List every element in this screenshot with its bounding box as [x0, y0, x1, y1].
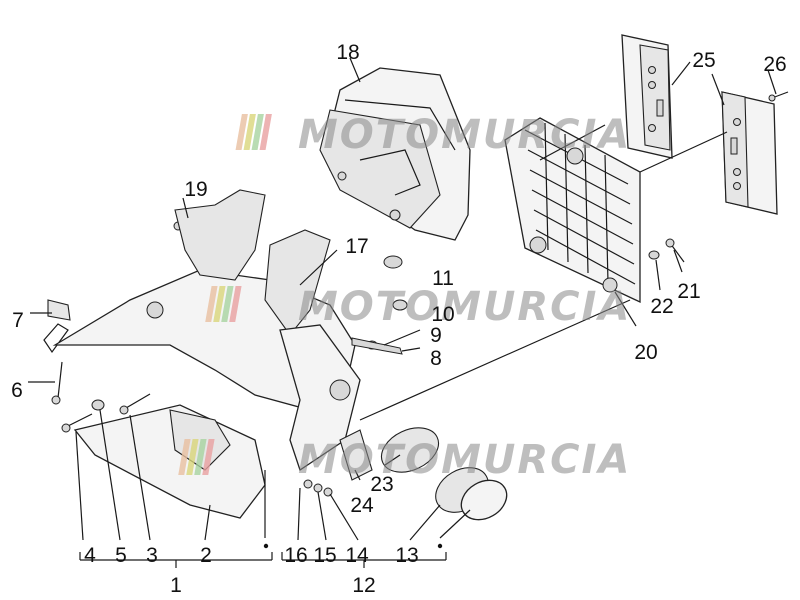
- callout-23: 23: [370, 473, 393, 496]
- part-17-mudguard: [52, 189, 361, 472]
- callout-4: 4: [84, 544, 96, 567]
- part-15-washer: [313, 483, 323, 493]
- part-11-bushing: [383, 255, 403, 269]
- callout-9: 9: [430, 324, 442, 347]
- callout-14: 14: [345, 544, 369, 567]
- callout-16: 16: [284, 544, 307, 567]
- callout-3: 3: [146, 544, 158, 567]
- watermark-text: MOTOMURCIA: [298, 284, 631, 330]
- part-10-spacer: [392, 299, 408, 311]
- callout-11: 11: [432, 267, 454, 290]
- watermark-logo-2: MOTOMURCIA: [205, 284, 631, 330]
- callout-24: 24: [350, 494, 374, 517]
- part-16-washer: [303, 479, 313, 489]
- part-4-screw: [61, 413, 93, 433]
- callout-13: 13: [395, 544, 418, 567]
- callout-8: 8: [430, 347, 442, 370]
- callout-25: 25: [692, 49, 715, 72]
- watermark-text: MOTOMURCIA: [298, 112, 631, 158]
- part-6-screw: [51, 361, 63, 405]
- part-22-washer: [648, 250, 660, 260]
- part-3-screw: [119, 393, 151, 415]
- leader-lines: [28, 57, 777, 568]
- watermark-logo-1: MOTOMURCIA: [235, 112, 631, 158]
- watermark-text: MOTOMURCIA: [298, 437, 631, 483]
- dot-marker-12: [437, 543, 443, 549]
- callout-6: 6: [11, 379, 23, 402]
- part-2-lower-flap: [73, 404, 266, 519]
- watermark-logo-3: MOTOMURCIA: [178, 437, 631, 483]
- callout-15: 15: [313, 544, 336, 567]
- part-23-gasket: [380, 427, 440, 473]
- callout-26: 26: [763, 53, 786, 76]
- callout-20: 20: [634, 341, 657, 364]
- callout-5: 5: [115, 544, 127, 567]
- callout-10: 10: [431, 303, 454, 326]
- callout-17: 17: [345, 235, 368, 258]
- part-25-bracket-right: [721, 91, 778, 215]
- callout-1: 1: [170, 574, 182, 597]
- callout-7: 7: [12, 309, 24, 332]
- part-21-bolt: [665, 238, 685, 263]
- callout-21: 21: [677, 280, 700, 303]
- callout-19: 19: [184, 178, 207, 201]
- watermark-logos: MOTOMURCIA MOTOMURCIA MOTOMURCIA: [178, 112, 631, 483]
- part-24-bracket: [339, 429, 373, 481]
- callout-2: 2: [200, 544, 212, 567]
- part-26-screw: [768, 91, 789, 102]
- part-18-rear-cover: [319, 67, 471, 241]
- part-20-plate-holder: [504, 117, 641, 304]
- callout-22: 22: [650, 295, 673, 318]
- callout-18: 18: [336, 41, 359, 64]
- part-7-clip: [43, 299, 71, 354]
- dot-marker-1: [263, 543, 269, 549]
- part-5-washer: [91, 399, 105, 411]
- part-25-bracket-left: [621, 34, 673, 159]
- part-13-reflector: [435, 467, 508, 521]
- callout-12: 12: [352, 574, 375, 597]
